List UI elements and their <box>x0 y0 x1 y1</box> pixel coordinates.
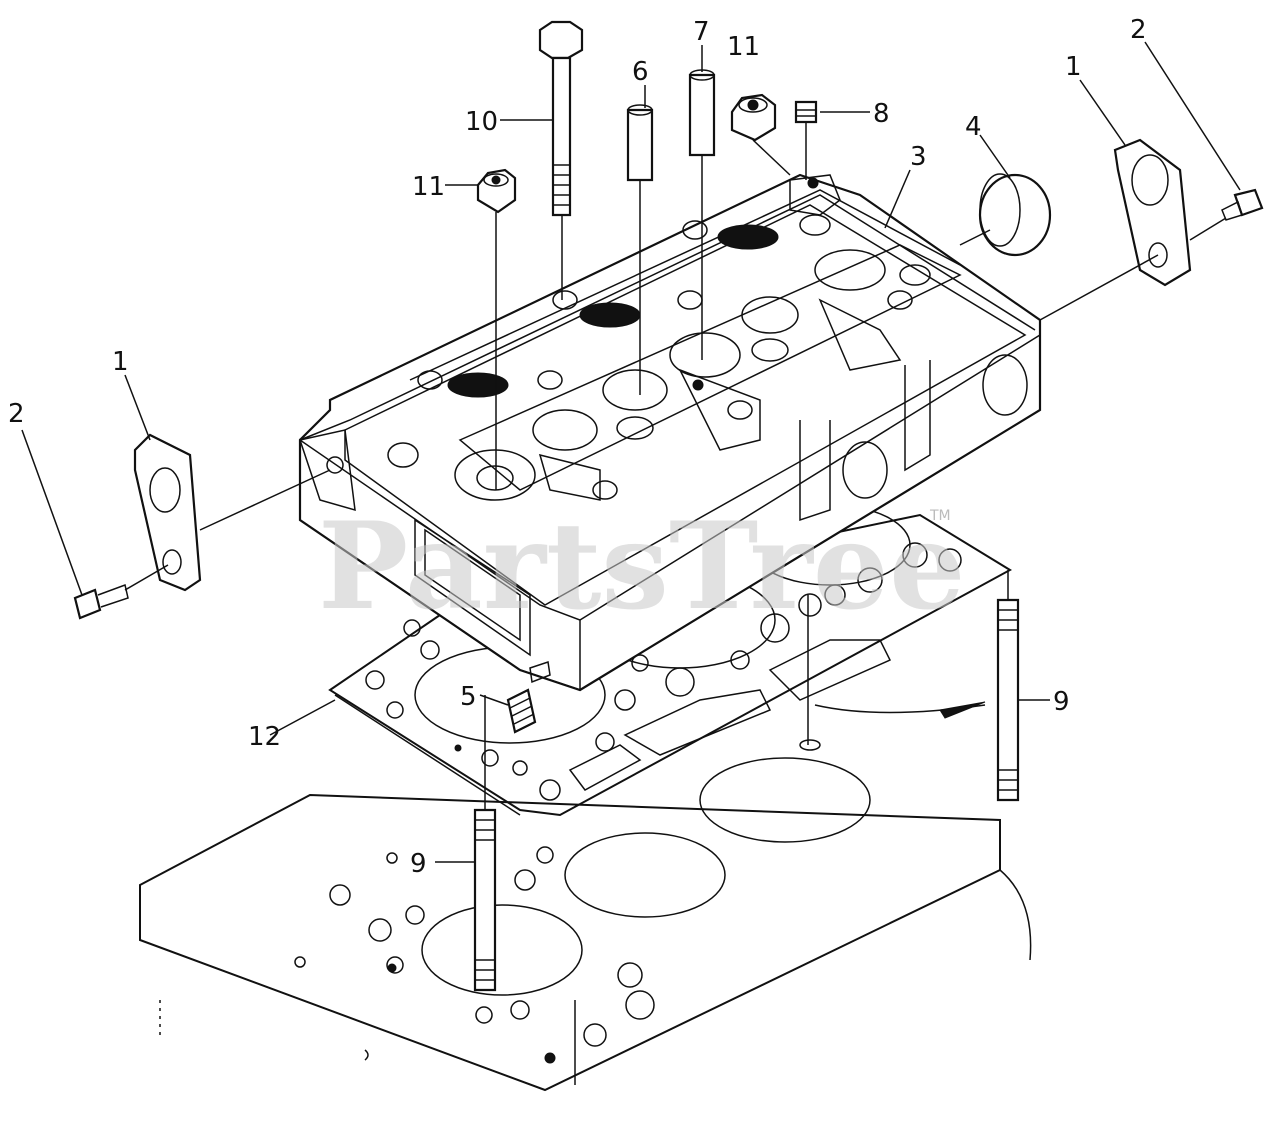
callout-8: 8 <box>873 99 890 129</box>
callout-2-right: 2 <box>1130 15 1147 45</box>
nut-left <box>476 168 517 214</box>
callout-9-left: 9 <box>410 849 427 879</box>
valve-guide-7 <box>688 69 716 157</box>
valve-guide-6 <box>626 104 654 182</box>
bolt-left <box>73 584 129 620</box>
callout-11-top: 11 <box>727 32 760 62</box>
lifting-bracket-left <box>133 433 202 592</box>
nut-top <box>730 93 777 142</box>
callout-1-right: 1 <box>1065 52 1082 82</box>
set-screw <box>506 661 551 734</box>
callout-5: 5 <box>460 682 477 712</box>
watermark-trademark: TM <box>929 508 951 524</box>
callout-1-left: 1 <box>112 347 129 377</box>
stud-right <box>996 598 1020 802</box>
callout-12: 12 <box>248 722 281 752</box>
callout-2-left: 2 <box>8 399 25 429</box>
callout-4: 4 <box>965 112 982 142</box>
bolt-right <box>1221 188 1264 221</box>
engine-block <box>139 720 1032 1092</box>
callout-leaders <box>21 41 1241 863</box>
callout-7: 7 <box>693 17 710 47</box>
assembly-lines <box>124 122 1227 810</box>
head-bolt <box>538 20 584 217</box>
cylinder-head: PartsTree TM <box>298 173 1042 692</box>
callout-numbers: 1 2 1 2 3 4 5 6 7 8 9 9 10 11 11 12 <box>8 15 1147 879</box>
plug <box>978 173 1052 257</box>
stud-left <box>473 808 497 992</box>
callout-6: 6 <box>632 57 649 87</box>
callout-10: 10 <box>465 107 498 137</box>
callout-3: 3 <box>910 142 927 172</box>
watermark: PartsTree <box>318 496 965 637</box>
callout-9-right: 9 <box>1053 687 1070 717</box>
lifting-bracket-right <box>1113 138 1192 287</box>
callout-11-left: 11 <box>412 172 445 202</box>
plug-screw <box>794 100 818 124</box>
